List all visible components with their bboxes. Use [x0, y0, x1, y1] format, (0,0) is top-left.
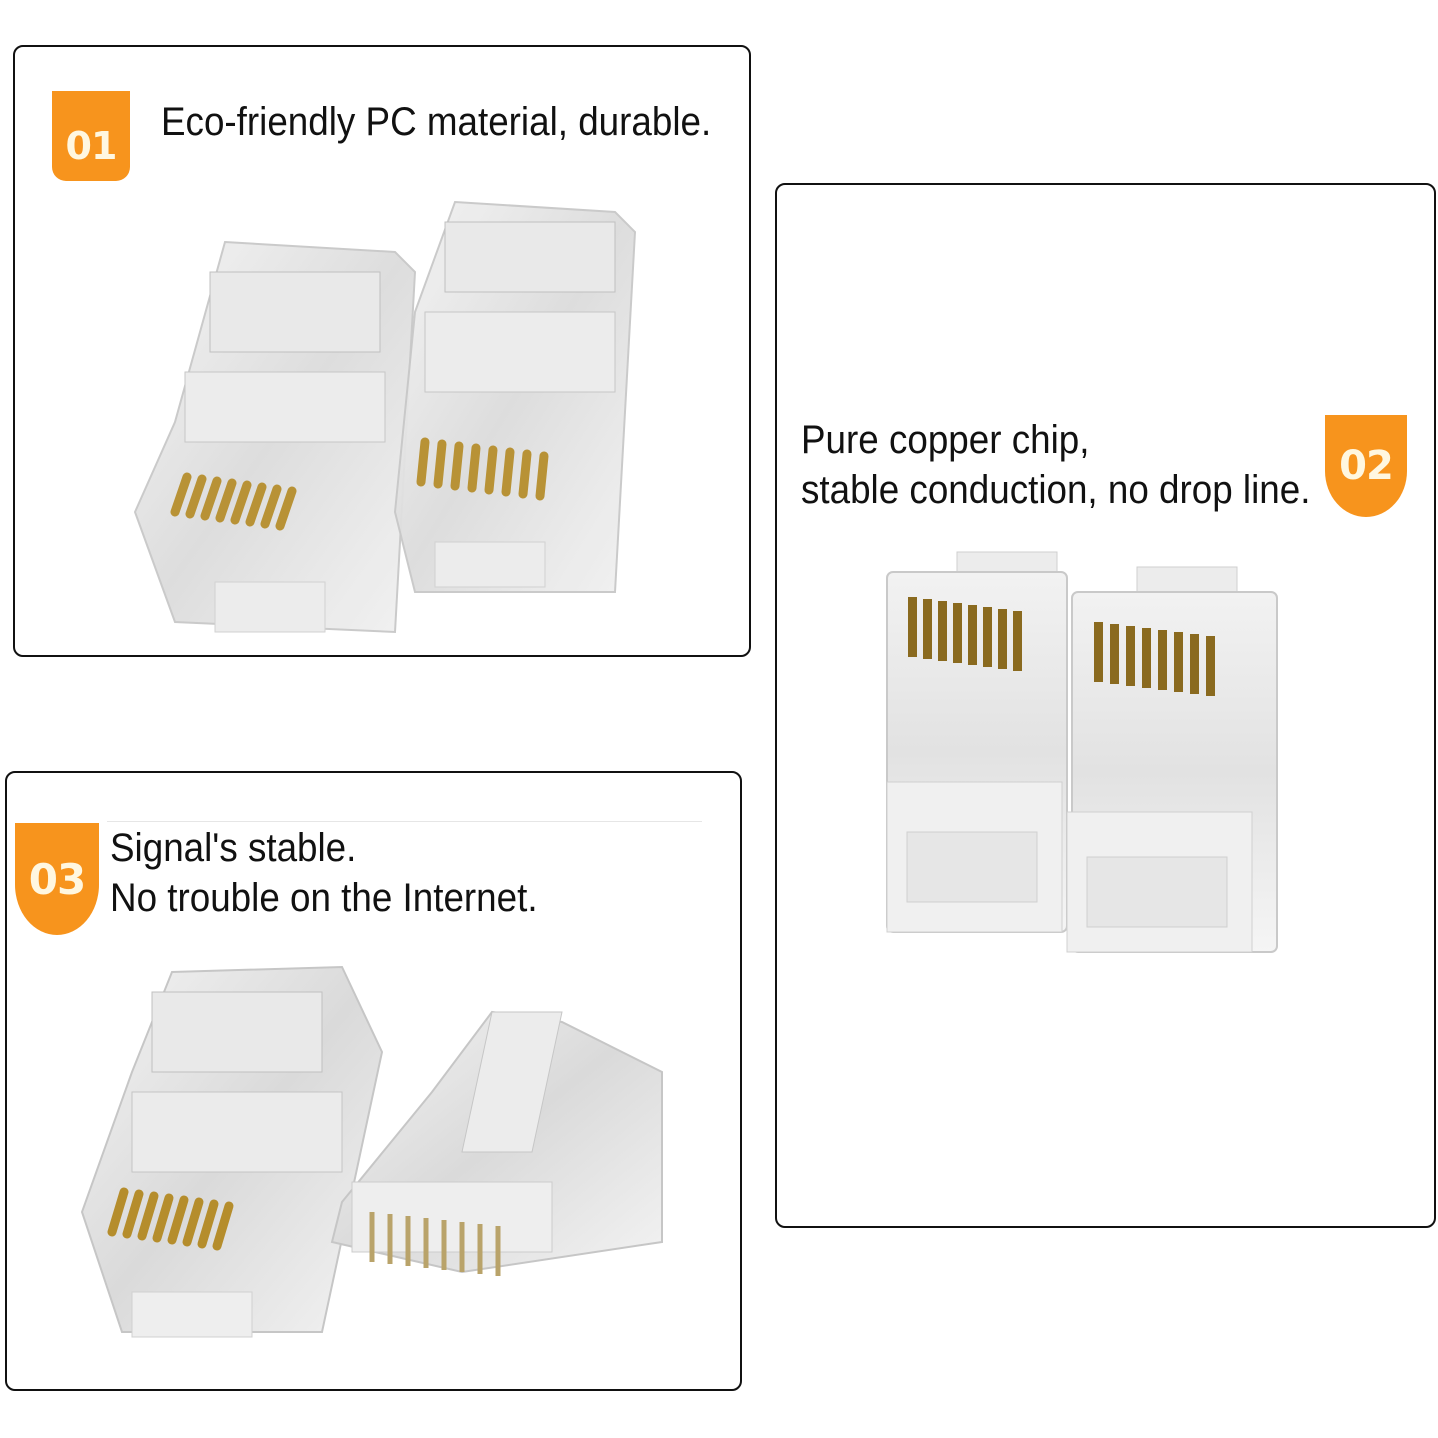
feature-panel-1: 01 Eco-friendly PC material, durable.: [13, 45, 751, 657]
feature-caption-3: Signal's stable. No trouble on the Inter…: [110, 826, 538, 920]
rj45-connectors-photo-2: [886, 551, 1278, 953]
number-badge-01: 01: [52, 91, 130, 181]
caption-divider: [107, 821, 702, 822]
feature-caption-2: Pure copper chip, stable conduction, no …: [801, 418, 1311, 512]
connector-angled-right: [330, 1010, 663, 1276]
feature-caption-1: Eco-friendly PC material, durable.: [161, 100, 712, 144]
connector-left: [133, 240, 417, 634]
number-badge-02: 02: [1325, 415, 1407, 517]
connector-angled-left: [80, 965, 384, 1338]
feature-panel-2: Pure copper chip, stable conduction, no …: [775, 183, 1436, 1228]
rj45-connectors-photo-1: [133, 200, 637, 634]
connector-front-left: [886, 551, 1068, 933]
feature-panel-3: 03 Signal's stable. No trouble on the In…: [5, 771, 742, 1391]
number-badge-03: 03: [15, 823, 99, 935]
rj45-connectors-photo-3: [80, 965, 663, 1338]
connector-front-right: [1066, 566, 1278, 953]
connector-right: [393, 200, 637, 593]
